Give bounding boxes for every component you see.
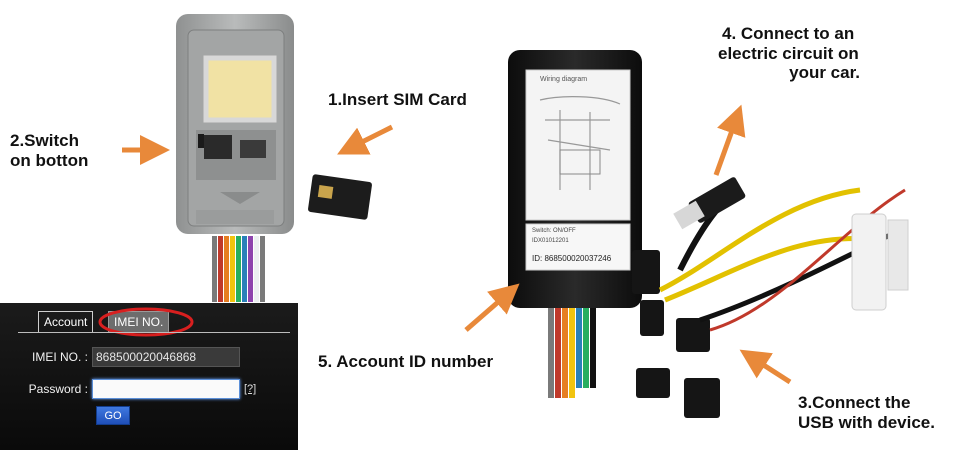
step1-text: 1.Insert SIM Card: [328, 90, 467, 109]
highlight-circle: [98, 307, 194, 337]
step-switch-on-caption: 2.Switch on botton: [10, 131, 88, 170]
step-insert-sim-caption: 1.Insert SIM Card: [328, 90, 467, 110]
device-id-label: ID: 868500020037246: [532, 254, 612, 263]
tab-imei[interactable]: IMEI NO.: [108, 311, 170, 332]
step-connect-usb-caption: 3.Connect the USB with device.: [798, 393, 935, 432]
step2-line2: on botton: [10, 150, 89, 170]
imei-input[interactable]: 868500020046868: [92, 347, 240, 367]
gps-tracker-photo: [508, 50, 909, 418]
login-panel: Account IMEI NO. IMEI NO. : 868500020046…: [0, 303, 298, 450]
arrow-sim: [337, 124, 394, 155]
tab-account[interactable]: Account: [38, 311, 94, 332]
device-label-line2: IDX01012201: [532, 238, 569, 244]
step-connect-circuit-caption: 4. Connect to an electric circuit on you…: [718, 24, 890, 83]
arrow-account-id: [464, 283, 520, 332]
step3-line2: USB with device.: [798, 412, 935, 432]
step-account-id-caption: 5. Account ID number: [318, 352, 493, 372]
arrow-usb: [739, 349, 792, 385]
imei-label: IMEI NO. :: [31, 350, 88, 364]
step4-line3: your car.: [789, 63, 860, 83]
step3-line1: 3.Connect the: [798, 393, 911, 412]
password-label: Password :: [28, 382, 88, 396]
step4-line1: 4. Connect to an: [722, 24, 855, 43]
step4-line2: electric circuit on: [718, 43, 859, 63]
sim-card-photo: [308, 174, 372, 220]
password-help-link[interactable]: [?]: [244, 383, 257, 395]
open-device-photo: [176, 14, 294, 302]
device-label-title: Wiring diagram: [540, 76, 588, 83]
tab-underline: [18, 332, 290, 333]
step2-line1: 2.Switch: [10, 131, 79, 150]
password-input[interactable]: [92, 379, 240, 399]
step5-text: 5. Account ID number: [318, 352, 494, 371]
go-button[interactable]: GO: [96, 406, 130, 425]
device-label-line1: Switch: ON/OFF: [532, 228, 576, 234]
arrow-circuit: [713, 104, 746, 176]
